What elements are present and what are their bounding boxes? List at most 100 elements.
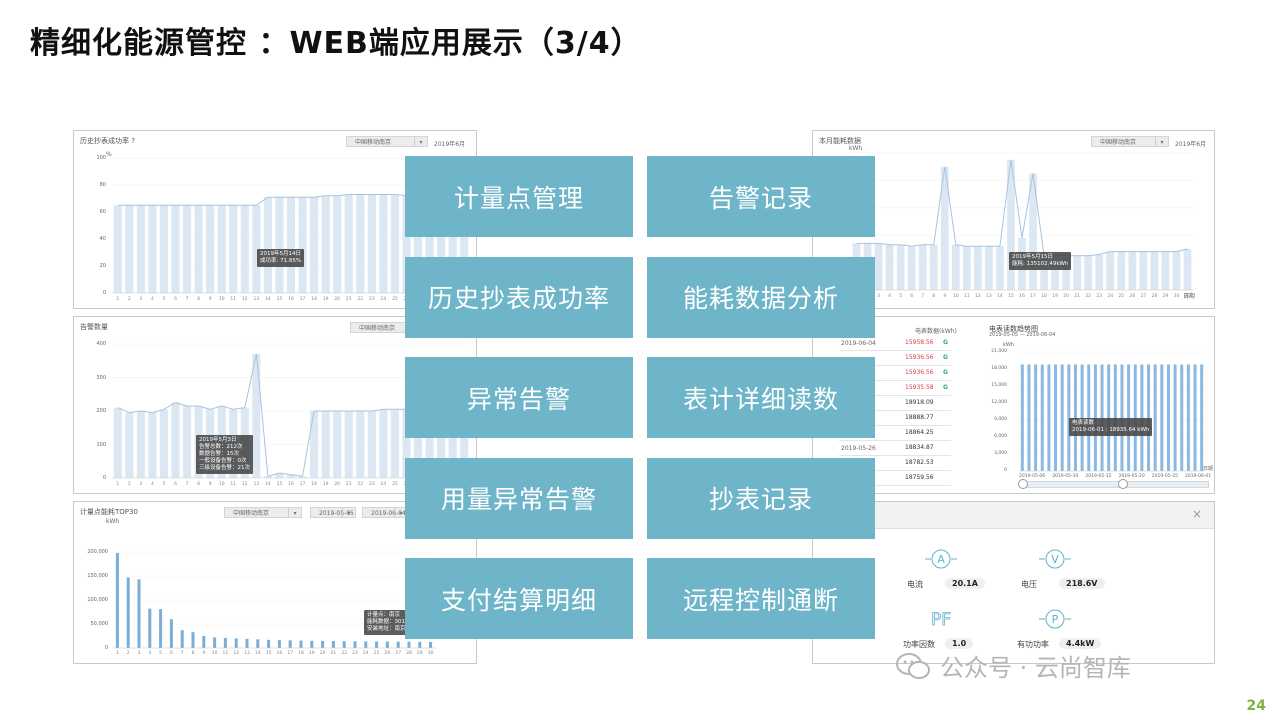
data-bar [1128, 251, 1137, 290]
x-tick-label: 5 [163, 296, 166, 302]
x-tick-label: 29 [1163, 293, 1169, 299]
table-row[interactable]: 18782.53 [839, 455, 951, 471]
zoom-slider[interactable] [1018, 479, 1209, 489]
y-tick-label: 100 [96, 441, 106, 448]
data-bar [240, 205, 249, 293]
data-bar [298, 197, 307, 293]
table-row[interactable]: 18864.25 [839, 425, 951, 441]
data-bar [126, 577, 130, 648]
data-bar [125, 412, 134, 478]
data-bar [1073, 364, 1077, 471]
data-bar [159, 205, 169, 293]
x-tick-label: 23 [1096, 293, 1102, 299]
x-tick-label: 1 [116, 650, 119, 656]
table-row[interactable]: 18888.77 [839, 410, 951, 426]
data-bar [1027, 364, 1031, 471]
meter-label: 有功功率 [1017, 640, 1049, 649]
x-tick-label: 22 [357, 481, 363, 487]
region-select[interactable]: 中国移动南京▾ [346, 136, 428, 147]
menu-button-2[interactable]: 告警记录 [647, 156, 875, 237]
x-tick-label: 2019-06-01 [1185, 474, 1212, 479]
data-bar [1139, 251, 1148, 290]
meter-value: 18864.25 [905, 429, 934, 436]
data-bar [375, 641, 379, 648]
data-bar [298, 476, 307, 478]
data-bar [1080, 364, 1084, 471]
x-tick-label: 9 [209, 481, 212, 487]
x-tick-label: 15 [266, 650, 272, 656]
data-bar [379, 409, 388, 478]
data-bar [918, 244, 927, 290]
x-tick-label: 5 [159, 650, 162, 656]
data-bar [1173, 364, 1177, 471]
meter-trend-chart [1019, 351, 1205, 472]
data-bar [275, 472, 284, 478]
table-row[interactable]: 18759.56 [839, 470, 951, 486]
slider-handle[interactable] [1118, 479, 1128, 489]
y-tick-label: 200 [96, 408, 106, 414]
date-from-select[interactable]: 2019-05-05▾ [310, 507, 356, 518]
slider-handle[interactable] [1018, 479, 1028, 489]
help-icon[interactable]: ? [131, 137, 135, 145]
data-bar [1140, 364, 1144, 471]
meter-value: 18759.56 [905, 474, 934, 481]
region-select[interactable]: 中国移动南京▾ [1091, 136, 1169, 147]
y-tick-label: 80 [99, 182, 106, 188]
meter-v-icon: V [1039, 548, 1071, 570]
menu-button-3[interactable]: 历史抄表成功率 [405, 256, 633, 338]
meter-value: 15958.56 [905, 339, 934, 346]
x-tick-label: 22 [341, 650, 347, 656]
alarm-count-title: 告警数量 [80, 323, 108, 331]
data-bar [321, 640, 325, 648]
data-bar [344, 194, 353, 293]
data-bar [1147, 364, 1151, 471]
data-bar [385, 641, 389, 648]
data-bar [390, 409, 399, 478]
menu-button-9[interactable]: 支付结算明细 [405, 558, 633, 639]
data-bar [962, 246, 971, 290]
chart-tooltip: 计量点：南京 能耗数据：3018 安装地址：南京 [364, 610, 412, 635]
region-select[interactable]: 中国移动南京▾ [224, 507, 302, 518]
menu-button-6[interactable]: 表计详细读数 [647, 357, 875, 438]
y-tick-label: 100,000 [87, 597, 108, 603]
data-bar [344, 411, 353, 478]
menu-button-1[interactable]: 计量点管理 [405, 156, 633, 237]
menu-button-5[interactable]: 异常告警 [405, 357, 633, 438]
x-tick-label: 21 [331, 650, 337, 656]
x-tick-label: 13 [253, 481, 259, 487]
menu-button-7[interactable]: 用量异常告警 [405, 457, 633, 539]
x-tick-label: 23 [352, 650, 358, 656]
menu-button-4[interactable]: 能耗数据分析 [647, 256, 875, 338]
data-bar [183, 405, 192, 478]
data-bar [1172, 251, 1181, 290]
x-tick-label: 25 [392, 296, 398, 302]
x-tick-label: 9 [209, 296, 212, 302]
menu-button-10[interactable]: 远程控制通断 [647, 558, 875, 639]
close-icon[interactable]: × [1191, 507, 1202, 521]
x-tick-label: 30 [428, 650, 434, 656]
x-tick-label: 6 [910, 293, 913, 299]
x-tick-label: 2 [128, 296, 131, 302]
meter-value: 18888.77 [905, 414, 934, 421]
x-tick-label: 1 [116, 481, 119, 487]
meter-a-icon: A [925, 548, 957, 570]
menu-button-8[interactable]: 抄表记录 [647, 457, 875, 539]
x-tick-label: 9 [202, 650, 205, 656]
data-bar [413, 407, 423, 478]
meter-trend-title: 电表读数趋势图 [989, 325, 1038, 333]
data-bar [448, 414, 457, 478]
y-tick-label: 20 [99, 263, 106, 269]
x-tick-label: 14 [255, 650, 261, 656]
meter-value: 15936.56 [905, 354, 934, 361]
table-row[interactable]: 18834.87 [839, 440, 951, 456]
table-date: 2019-06-04 [841, 340, 876, 347]
table-row[interactable]: 18918.09 [839, 395, 951, 411]
x-tick-label: 5 [163, 481, 166, 487]
x-tick-label: 30 [1174, 293, 1180, 299]
data-bar [342, 641, 346, 648]
